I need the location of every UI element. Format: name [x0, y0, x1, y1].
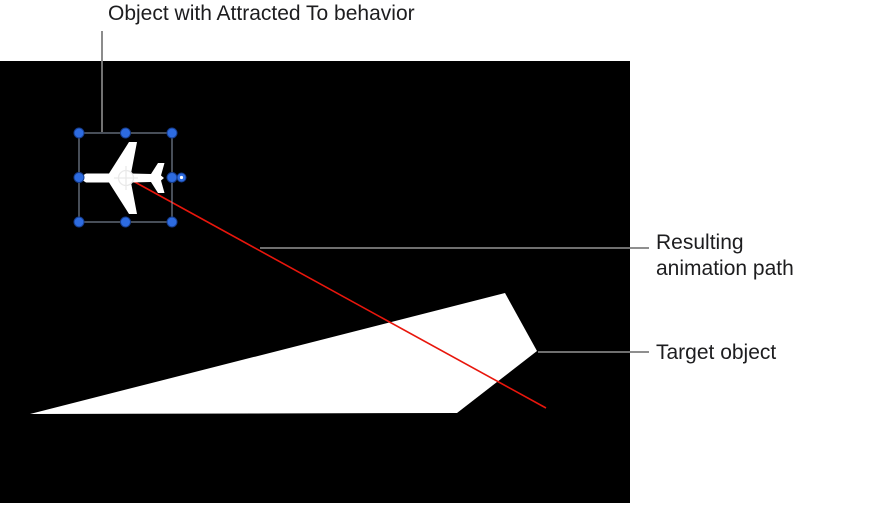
- callout-label-attracted-object: Object with Attracted To behavior: [108, 2, 415, 25]
- anchor-point-icon[interactable]: [114, 166, 138, 190]
- rotation-handle-icon[interactable]: [176, 172, 187, 183]
- selection-handle-bottom-mid[interactable]: [120, 216, 131, 228]
- selection-handle-top-mid[interactable]: [120, 127, 131, 139]
- selection-handle-top-left[interactable]: [73, 127, 85, 139]
- selection-handle-mid-left[interactable]: [73, 172, 85, 183]
- target-object-shape[interactable]: [30, 293, 537, 414]
- animation-path-line: [132, 180, 547, 409]
- selection-handle-mid-right[interactable]: [166, 172, 178, 183]
- motion-canvas: [0, 61, 630, 503]
- selection-handle-bottom-right[interactable]: [166, 216, 178, 228]
- callout-label-animation-path: Resulting animation path: [656, 231, 794, 281]
- selection-handle-bottom-left[interactable]: [73, 216, 85, 228]
- selection-handle-top-right[interactable]: [166, 127, 178, 139]
- callout-label-target-object: Target object: [656, 341, 777, 364]
